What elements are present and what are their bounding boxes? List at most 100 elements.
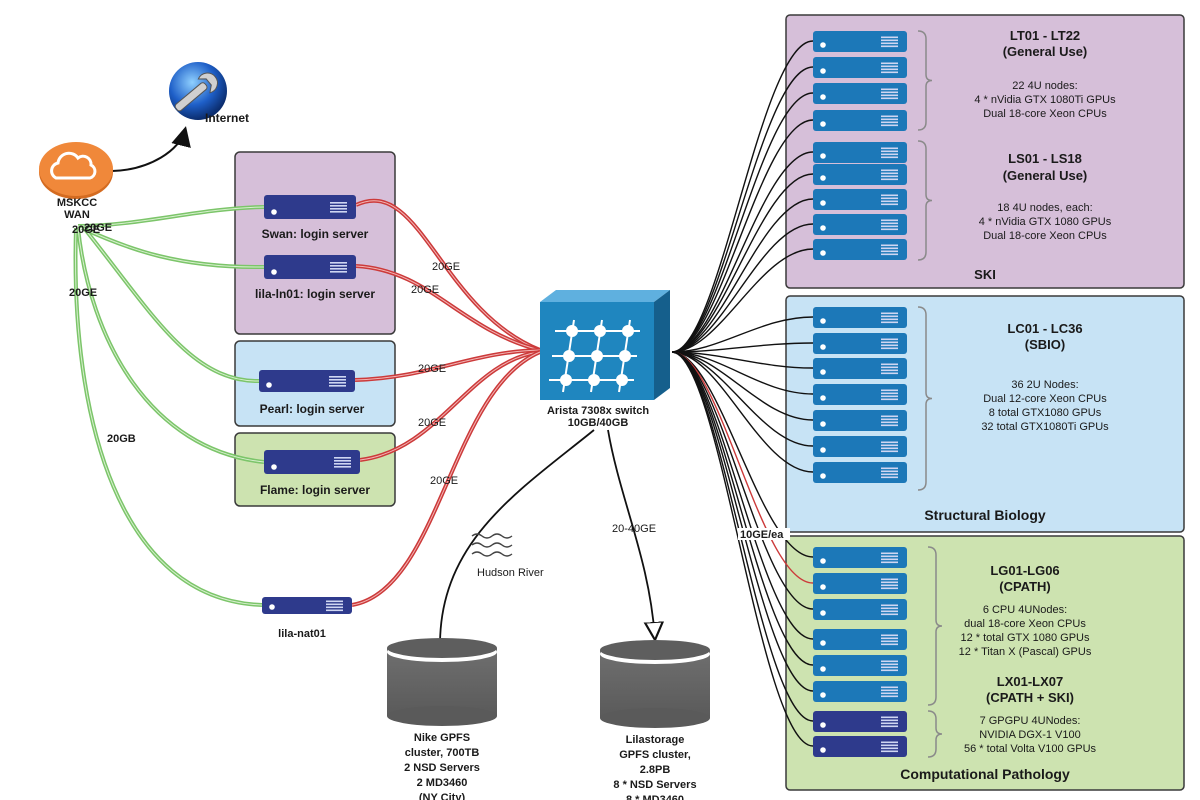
compute-node-ski[interactable] <box>813 57 907 78</box>
compute-node-ski[interactable] <box>813 110 907 131</box>
compute-node-ski[interactable] <box>813 239 907 260</box>
vent-icon <box>881 444 898 447</box>
group-spec: 12 * Titan X (Pascal) GPUs <box>959 646 1092 658</box>
vent-icon <box>881 695 898 698</box>
login-server-lila-nat01[interactable] <box>262 597 352 614</box>
vent-icon <box>881 88 898 91</box>
vent-icon <box>881 643 898 646</box>
swan-lila-login-box <box>234 151 396 335</box>
login-server-pearl[interactable] <box>259 370 355 392</box>
compute-link <box>671 351 814 369</box>
vent-icon <box>881 250 898 253</box>
vent-icon <box>326 606 343 609</box>
login-server-lila-ln01[interactable] <box>264 255 356 279</box>
storage-link-label: 20-40GE <box>612 523 656 535</box>
group-spec: 7 GPGPU 4UNodes: <box>980 715 1081 727</box>
vent-icon <box>881 613 898 616</box>
compute-node-ski[interactable] <box>813 164 907 185</box>
water-waves-icon <box>471 533 513 557</box>
compute-node-cpath[interactable] <box>813 547 907 568</box>
compute-node-sbio[interactable] <box>813 384 907 405</box>
compute-node-cpath[interactable] <box>813 711 907 732</box>
vent-icon <box>881 62 898 65</box>
vent-icon <box>881 369 898 372</box>
vent-icon <box>881 441 898 444</box>
login-server-flame[interactable] <box>264 450 360 474</box>
compute-node-cpath[interactable] <box>813 599 907 620</box>
vent-icon <box>881 321 898 324</box>
power-led-icon <box>820 473 826 479</box>
vent-icon <box>881 315 898 318</box>
vent-icon <box>881 634 898 637</box>
login-server-swan[interactable] <box>264 195 356 219</box>
vent-icon <box>881 150 898 153</box>
compute-node-sbio[interactable] <box>813 333 907 354</box>
power-led-icon <box>271 209 277 215</box>
power-led-icon <box>820 200 826 206</box>
vent-icon <box>329 379 346 381</box>
compute-node-ski[interactable] <box>813 142 907 163</box>
compute-link <box>671 223 814 353</box>
compute-link <box>671 92 814 353</box>
internet-node[interactable]: Internet <box>169 62 249 125</box>
switch-to-lilastorage-link <box>607 429 655 640</box>
group-title: LX01-LX07 <box>997 674 1063 689</box>
compute-node-sbio[interactable] <box>813 436 907 457</box>
vent-icon <box>881 344 898 347</box>
group-spec: Dual 18-core Xeon CPUs <box>983 108 1107 120</box>
compute-node-sbio[interactable] <box>813 410 907 431</box>
group-spec: 12 * total GTX 1080 GPUs <box>960 632 1090 644</box>
vent-icon <box>881 363 898 366</box>
compute-node-ski[interactable] <box>813 214 907 235</box>
power-led-icon <box>820 344 826 350</box>
vent-icon <box>881 741 898 744</box>
compute-node-sbio[interactable] <box>813 358 907 379</box>
compute-node-cpath[interactable] <box>813 736 907 757</box>
brace <box>917 306 933 491</box>
mskcc-wan-node[interactable]: MSKCC WAN <box>39 142 113 221</box>
uplink-label: 20GE <box>418 363 446 375</box>
compute-link <box>671 351 814 447</box>
compute-node-ski[interactable] <box>813 83 907 104</box>
compute-node-ski[interactable] <box>813 31 907 52</box>
vent-icon <box>881 97 898 100</box>
power-led-icon <box>820 584 826 590</box>
compute-node-cpath[interactable] <box>813 573 907 594</box>
group-subtitle: (General Use) <box>1003 168 1088 183</box>
group-title: LG01-LG06 <box>990 563 1059 578</box>
vent-icon <box>881 225 898 228</box>
swan-label: Swan: login server <box>262 227 369 241</box>
vent-icon <box>881 244 898 247</box>
group-title: LC01 - LC36 <box>1007 321 1082 336</box>
group-subtitle: (SBIO) <box>1025 337 1065 352</box>
vent-icon <box>881 91 898 94</box>
compute-node-cpath[interactable] <box>813 655 907 676</box>
switch-to-nike-link <box>439 429 595 646</box>
vent-icon <box>881 640 898 643</box>
compute-node-sbio[interactable] <box>813 307 907 328</box>
vent-icon <box>334 466 351 468</box>
vent-icon <box>881 473 898 476</box>
compute-node-sbio[interactable] <box>813 462 907 483</box>
compute-node-cpath[interactable] <box>813 681 907 702</box>
vent-icon <box>881 395 898 398</box>
vent-icon <box>881 660 898 663</box>
uplink-label: 20GE <box>418 417 446 429</box>
compute-node-cpath[interactable] <box>813 629 907 650</box>
switch-label-line1: Arista 7308x switch <box>547 405 649 417</box>
vent-icon <box>881 581 898 584</box>
compute-link <box>671 173 814 353</box>
power-led-icon <box>820 747 826 753</box>
database-icon <box>600 640 710 660</box>
uplink-label: 20GE <box>430 475 458 487</box>
arista-switch[interactable]: Arista 7308x switch 10GB/40GB <box>540 290 670 429</box>
group-spec: Dual 12-core Xeon CPUs <box>983 393 1107 405</box>
vent-icon <box>881 42 898 45</box>
compute-node-ski[interactable] <box>813 189 907 210</box>
vent-icon <box>881 366 898 369</box>
vent-icon <box>881 415 898 418</box>
vent-icon <box>881 194 898 197</box>
vent-icon <box>881 175 898 178</box>
